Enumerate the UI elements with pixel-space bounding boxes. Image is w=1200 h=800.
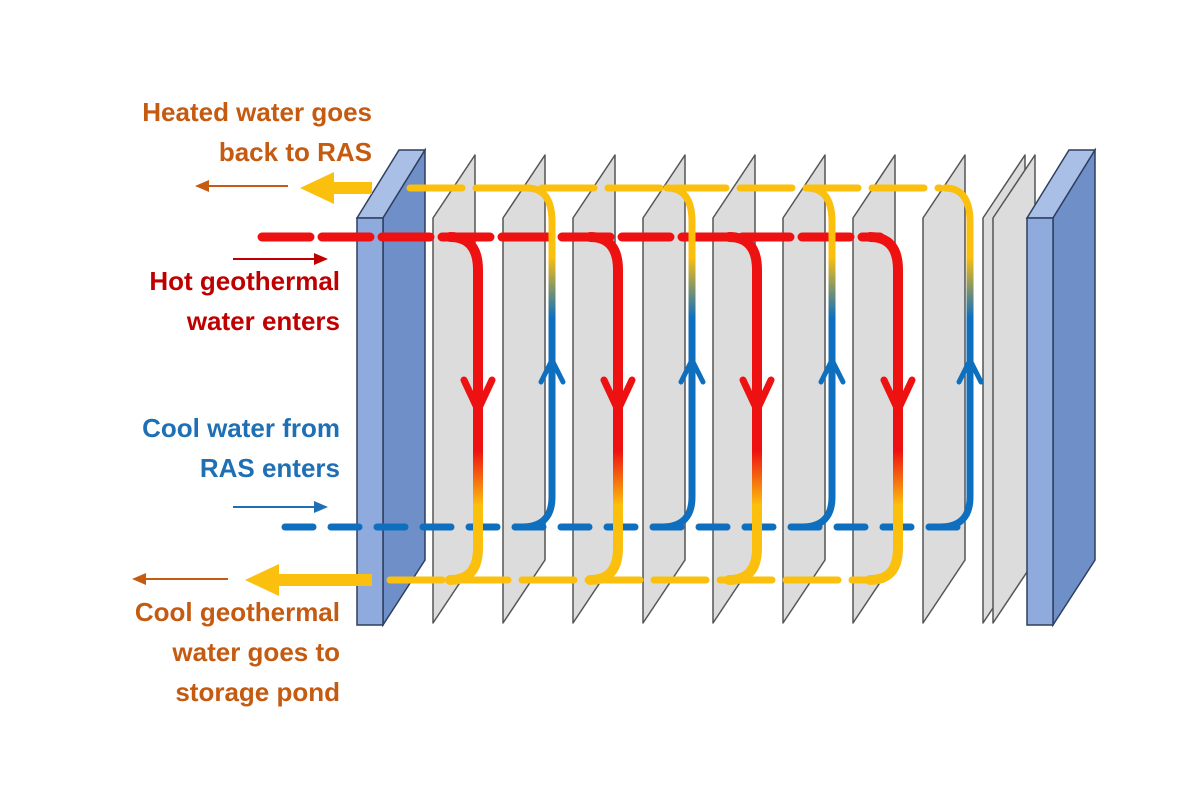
flow-arrows <box>132 172 984 596</box>
arrow-icon <box>600 376 636 414</box>
plate <box>782 154 826 624</box>
label-line: Hot geothermal <box>149 266 340 296</box>
arrow-icon <box>460 376 496 414</box>
label-cool-water-in: Cool water from RAS enters <box>60 408 340 488</box>
label-line: water goes to <box>172 637 340 667</box>
label-line: Cool water from <box>142 413 340 443</box>
arrow-icon <box>314 501 328 513</box>
end-plate-front <box>1026 217 1054 626</box>
arrow-icon <box>538 357 566 385</box>
end-plate-front-left <box>355 147 427 628</box>
arrow-icon <box>818 357 846 385</box>
plate <box>922 154 966 624</box>
arrow-icon <box>245 564 279 596</box>
cooled-out-indicator <box>132 573 228 585</box>
label-line: water enters <box>186 306 340 336</box>
label-heated-water-out: Heated water goes back to RAS <box>60 92 372 172</box>
arrow-icon <box>880 376 916 414</box>
heated-out-arrow <box>300 172 372 204</box>
arrow-icon <box>132 573 146 585</box>
arrow-icon <box>300 172 334 204</box>
arrow-icon <box>956 357 984 385</box>
label-line: RAS enters <box>199 453 340 483</box>
end-plate-side <box>382 147 426 628</box>
label-line: back to RAS <box>218 137 372 167</box>
label-line: Heated water goes <box>142 97 372 127</box>
heated-out-indicator <box>195 180 288 192</box>
heat-exchanger-plates <box>355 147 1097 628</box>
cool-in-indicator <box>233 501 328 513</box>
cooled-out-arrow <box>245 564 372 596</box>
hot-in-indicator <box>233 253 328 265</box>
plate <box>502 154 546 624</box>
plate <box>642 154 686 624</box>
end-plate-side <box>1052 147 1096 628</box>
end-plate-front <box>356 217 384 626</box>
label-line: Cool geothermal <box>134 597 340 627</box>
arrow-icon <box>195 180 209 192</box>
arrow-icon <box>678 357 706 385</box>
label-cool-geothermal-out: Cool geothermal water goes to storage po… <box>60 592 340 712</box>
end-plate-back-right <box>1025 147 1097 628</box>
arrow-icon <box>314 253 328 265</box>
arrow-icon <box>739 376 775 414</box>
label-hot-geothermal-in: Hot geothermal water enters <box>60 261 340 341</box>
label-line: storage pond <box>175 677 340 707</box>
